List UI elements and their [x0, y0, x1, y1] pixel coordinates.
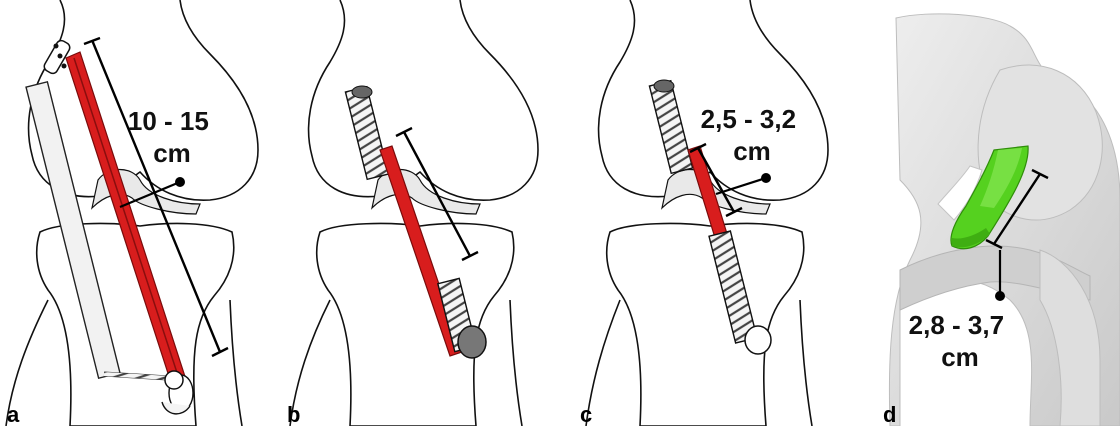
- panel-letter-b: b: [287, 402, 300, 426]
- panel-c: 2,5 - 3,2 cm c: [580, 0, 828, 426]
- measure-label-d: 2,8 - 3,7 cm: [909, 310, 1012, 372]
- panel-letter-a: a: [7, 402, 20, 426]
- knee-3d-model: [889, 14, 1120, 426]
- panel-letter-d: d: [883, 402, 896, 426]
- panel-d: 2,8 - 3,7 cm d: [883, 14, 1120, 426]
- panel-letter-c: c: [580, 402, 592, 426]
- panel-b: b: [287, 0, 538, 426]
- panel-a: 10 - 15 cm a: [6, 0, 258, 426]
